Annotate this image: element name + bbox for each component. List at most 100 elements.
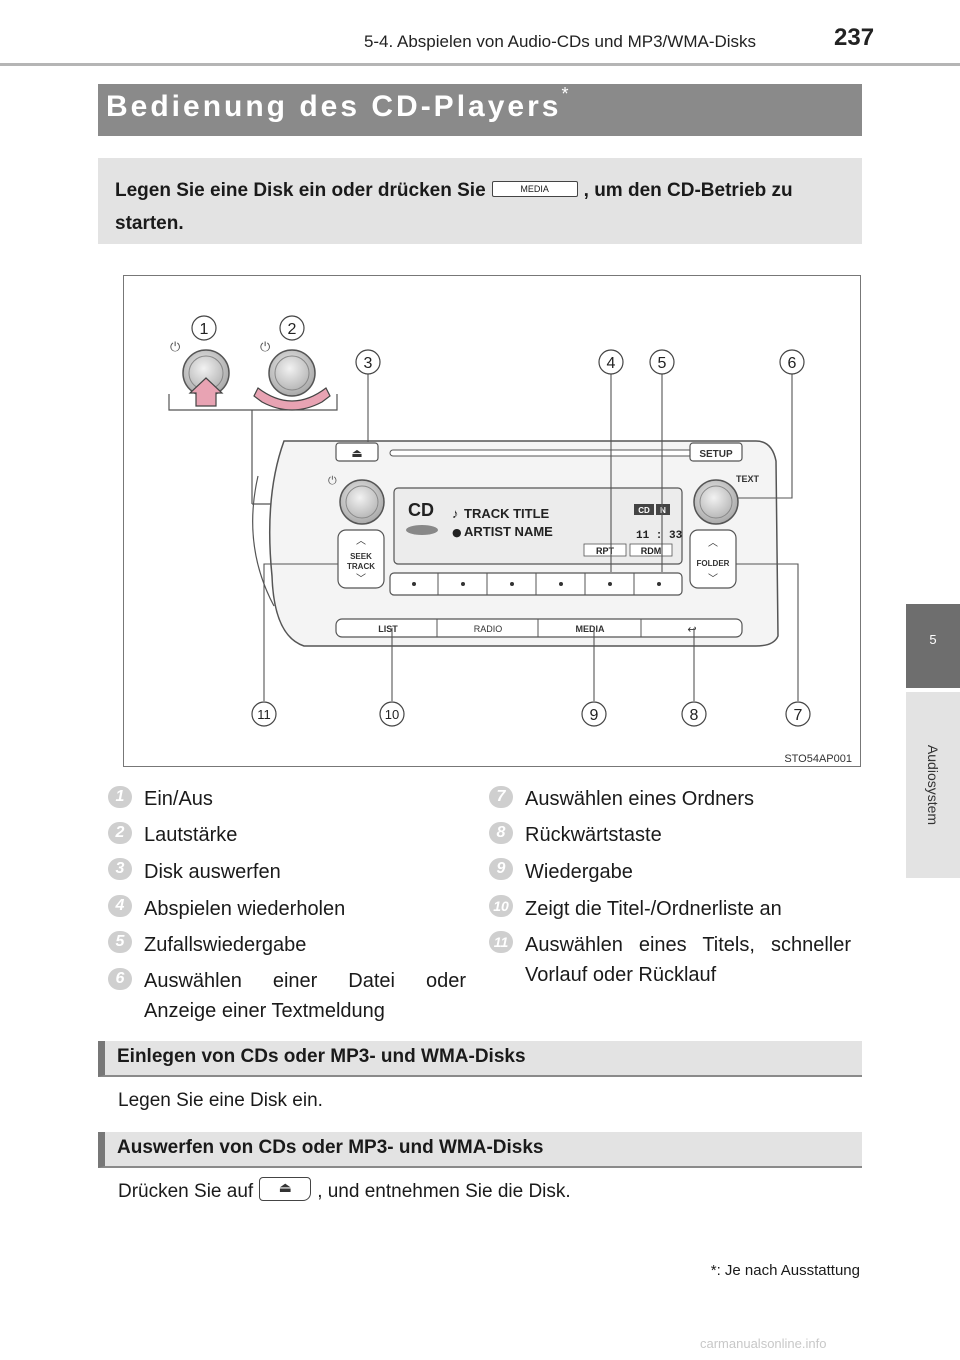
callout-11 bbox=[251, 701, 277, 727]
intro-box: Legen Sie eine Disk ein oder drücken Sie… bbox=[98, 158, 862, 244]
legend-text: Zeigt die Titel-/Ordnerliste an bbox=[525, 898, 782, 920]
callout-2 bbox=[279, 315, 305, 341]
legend-text: Disk auswerfen bbox=[144, 861, 281, 883]
eject-instruction: Drücken Sie auf , und entnehmen Sie die D… bbox=[118, 1177, 571, 1204]
cd-badge bbox=[634, 504, 654, 515]
legend-text: Auswählen eines Titels, schneller bbox=[525, 934, 851, 956]
legend-number: 1 bbox=[108, 786, 132, 808]
screen-artist-name: ARTIST NAME bbox=[464, 524, 553, 539]
n-badge bbox=[656, 504, 670, 515]
setup-button bbox=[689, 442, 743, 462]
cd-player-figure: ⏻ ⏻ ⏏ SETUP ⏻ TEXT bbox=[123, 275, 861, 767]
chapter-tab: Audiosystem bbox=[906, 692, 960, 878]
text-label: TEXT bbox=[736, 474, 760, 484]
chevron-up-icon-2: ︿ bbox=[708, 538, 718, 549]
intro-text-after: , um den CD-Betrieb zu starten. bbox=[115, 180, 793, 234]
chevron-down-icon: ﹀ bbox=[356, 573, 366, 585]
legend-text: Vorlauf oder Rücklauf bbox=[525, 964, 717, 986]
intro-text-before: Legen Sie eine Disk ein oder drücken Sie bbox=[115, 180, 486, 201]
callout-4 bbox=[598, 349, 624, 375]
footnote-marker: * bbox=[710, 1262, 717, 1279]
person-icon: ● bbox=[452, 526, 462, 539]
callout-6 bbox=[779, 349, 805, 375]
eject-icon: ⏏ bbox=[351, 446, 362, 460]
section-title-text: Bedienung des CD-Players bbox=[106, 90, 562, 123]
tune-select-knob bbox=[693, 479, 739, 525]
callout-3 bbox=[355, 349, 381, 375]
callout-7 bbox=[785, 701, 811, 727]
page-number: 237 bbox=[834, 24, 875, 51]
legend-number: 6 bbox=[108, 968, 132, 990]
legend-number: 4 bbox=[108, 895, 132, 917]
power-symbol-icon: ⏻ bbox=[170, 340, 180, 355]
svg-text:RPT: RPT bbox=[596, 546, 615, 556]
svg-text:7: 7 bbox=[794, 707, 803, 724]
head-unit: ⏏ SETUP ⏻ TEXT CD ♪ TRACK TITLE ● ARTIST… bbox=[252, 440, 779, 647]
legend-number: 5 bbox=[108, 931, 132, 953]
eject-button-icon bbox=[259, 1177, 312, 1201]
screen-cd-label: CD bbox=[408, 500, 434, 520]
callout-markers: 1 2 3 4 5 6 7 8 9 10 11 bbox=[191, 315, 811, 727]
legend-number: 11 bbox=[489, 931, 513, 953]
media-button-glyph: MEDIA bbox=[491, 180, 578, 197]
header-rule bbox=[0, 63, 960, 66]
svg-text:2: 2 bbox=[288, 321, 297, 338]
rpt-indicator bbox=[583, 543, 627, 557]
legend-text: Lautstärke bbox=[144, 824, 238, 846]
screen-time: 11 : 33 bbox=[636, 530, 683, 542]
svg-text:6: 6 bbox=[788, 355, 797, 372]
svg-text:1: 1 bbox=[200, 321, 209, 338]
eject-text-before: Drücken Sie auf bbox=[118, 1181, 254, 1203]
legend-number: 8 bbox=[489, 822, 513, 844]
callout-9 bbox=[581, 701, 607, 727]
eject-button bbox=[335, 442, 379, 462]
figure-code: STO54AP001 bbox=[784, 753, 852, 765]
svg-text:5: 5 bbox=[658, 355, 667, 372]
rotate-arrow-icon bbox=[253, 387, 331, 411]
knob-detail-group: ⏻ ⏻ bbox=[168, 340, 352, 505]
screen-track-title: TRACK TITLE bbox=[464, 506, 550, 521]
legend-number: 9 bbox=[489, 858, 513, 880]
setup-label: SETUP bbox=[699, 449, 733, 460]
music-note-icon: ♪ bbox=[452, 506, 459, 521]
power-symbol-icon-2: ⏻ bbox=[260, 340, 270, 355]
eject-text-after: , und entnehmen Sie die Disk. bbox=[317, 1181, 571, 1203]
legend-text: Abspielen wiederholen bbox=[144, 898, 346, 920]
preset-buttons bbox=[389, 572, 683, 596]
running-header: 5-4. Abspielen von Audio-CDs und MP3/WMA… bbox=[363, 32, 757, 51]
callout-5 bbox=[649, 349, 675, 375]
press-arrow-icon bbox=[188, 377, 224, 407]
footnote: *: Je nach Ausstattung bbox=[690, 1262, 860, 1279]
legend-number: 2 bbox=[108, 822, 132, 844]
svg-text:CD: CD bbox=[638, 506, 650, 515]
svg-text:11: 11 bbox=[257, 707, 271, 722]
seek-track-button bbox=[337, 529, 385, 589]
power-symbol-icon-3: ⏻ bbox=[328, 474, 337, 487]
insert-subheading: Einlegen von CDs oder MP3- und WMA-Disks bbox=[98, 1041, 862, 1077]
legend-text: Zufallswiedergabe bbox=[144, 934, 307, 956]
radio-label: RADIO bbox=[474, 624, 503, 634]
chevron-down-icon-2: ﹀ bbox=[708, 573, 718, 585]
disc-icon bbox=[406, 525, 438, 535]
section-title: Bedienung des CD-Players* bbox=[98, 84, 862, 136]
svg-text:8: 8 bbox=[690, 707, 699, 724]
svg-text:9: 9 bbox=[590, 707, 599, 724]
legend-text: Wiedergabe bbox=[525, 861, 633, 883]
cd-player-illustration: ⏻ ⏻ ⏏ SETUP ⏻ TEXT bbox=[168, 315, 852, 765]
svg-text:RDM: RDM bbox=[641, 546, 662, 556]
chevron-up-icon: ︿ bbox=[356, 536, 366, 547]
svg-text:SEEK: SEEK bbox=[350, 552, 372, 561]
callout-8 bbox=[681, 701, 707, 727]
section-title-asterisk: * bbox=[561, 84, 572, 104]
eject-subheading: Auswerfen von CDs oder MP3- und WMA-Disk… bbox=[98, 1132, 862, 1168]
legend-number: 10 bbox=[489, 895, 513, 917]
legend-text: Rückwärtstaste bbox=[525, 824, 662, 846]
disc-slot bbox=[389, 449, 693, 457]
svg-text:3: 3 bbox=[364, 355, 373, 372]
footnote-text: : Je nach Ausstattung bbox=[716, 1262, 860, 1279]
insert-instruction: Legen Sie eine Disk ein. bbox=[118, 1090, 323, 1111]
legend-number: 3 bbox=[108, 858, 132, 880]
svg-text:N: N bbox=[660, 506, 666, 515]
legend-text: Ein/Aus bbox=[144, 788, 213, 810]
chapter-tab-label: Audiosystem bbox=[925, 744, 941, 826]
